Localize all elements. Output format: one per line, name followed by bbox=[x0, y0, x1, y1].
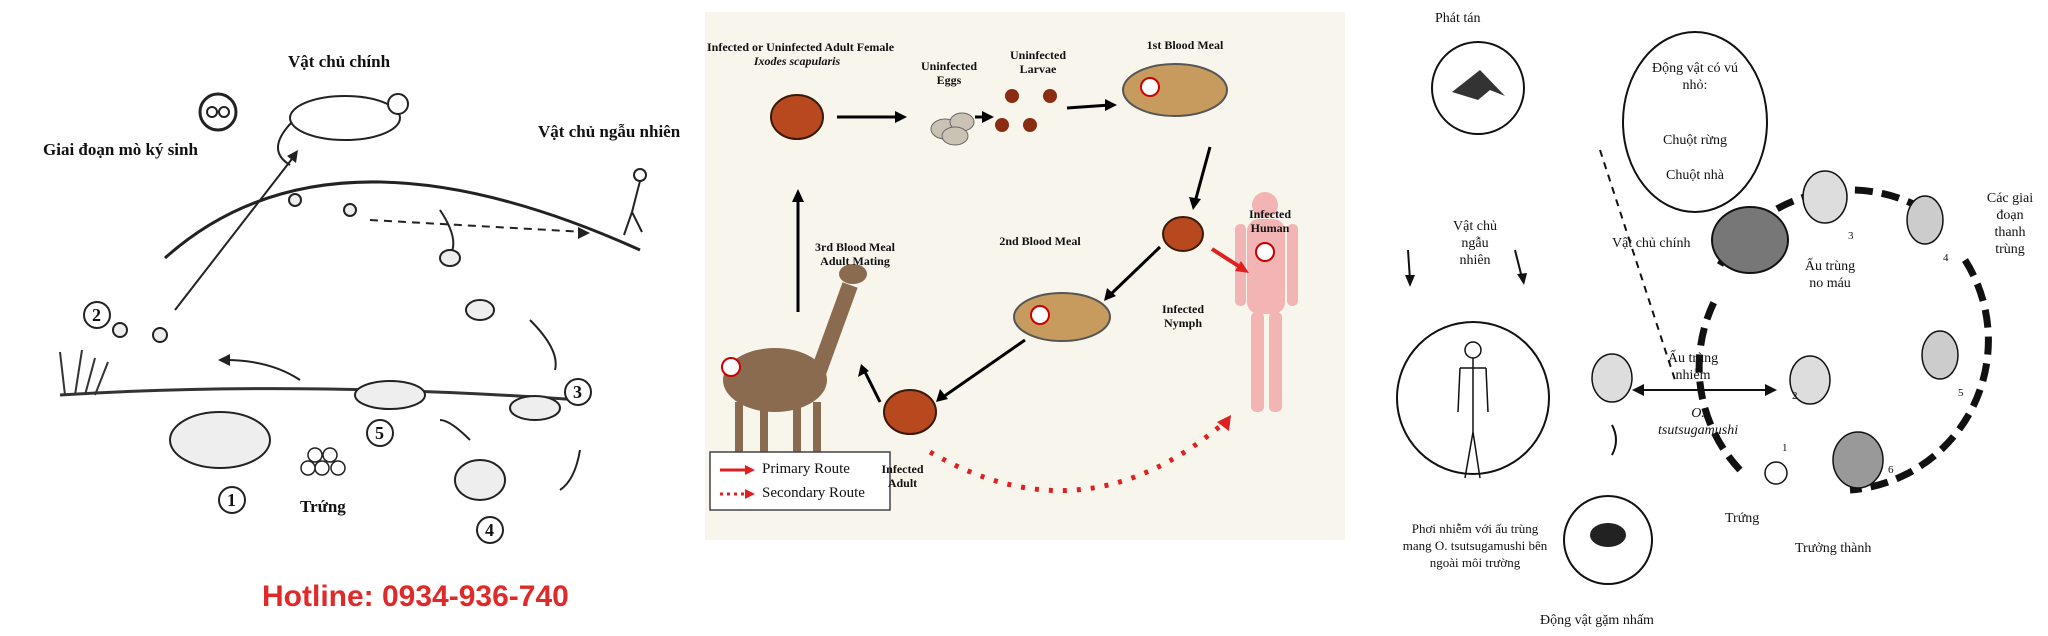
step-1-label: 1 bbox=[227, 490, 236, 510]
small-mammals-circle bbox=[1622, 31, 1768, 213]
scrub-typhus-cycle-panel: Phát tán Động vật có vú nhỏ: Chuột rừng … bbox=[1380, 0, 2048, 636]
meal2-label: 2nd Blood Meal bbox=[999, 234, 1081, 248]
adult-female-label: Infected or Uninfected Adult Female bbox=[707, 40, 895, 54]
rodent-label: Động vật gặm nhấm bbox=[1540, 613, 1654, 628]
egg-icon bbox=[1764, 461, 1788, 485]
dashed-arrow bbox=[369, 219, 586, 233]
step-6-label: 6 bbox=[1888, 464, 1894, 476]
stages-label: Các giai đoạn thanh trùng bbox=[1986, 191, 2034, 257]
ground-line bbox=[59, 387, 581, 402]
nymph-label: Infected Nymph bbox=[1162, 302, 1204, 330]
mite-life-cycle-panel: Vật chủ chính Giai đoạn mò ký sinh Vật c… bbox=[0, 0, 680, 636]
adult-label: Trưởng thành bbox=[1795, 541, 1872, 556]
fed-larva-icon bbox=[1802, 170, 1848, 224]
human-label: Infected Human bbox=[1249, 207, 1291, 235]
adult-female-tick-icon bbox=[770, 94, 824, 140]
step-4-label: 4 bbox=[485, 520, 494, 540]
nymph-mite-icon bbox=[454, 459, 506, 501]
step-3-label: 3 bbox=[573, 382, 582, 402]
resting-mite-icon bbox=[354, 380, 426, 410]
step-2-label: 2 bbox=[1792, 390, 1798, 402]
tick-cycle-drawing bbox=[709, 63, 1298, 511]
small-mammals-title: Động vật có vú nhỏ: bbox=[1652, 61, 1738, 93]
cycle-ring-right bbox=[1849, 258, 1992, 494]
exposure-circle bbox=[1396, 321, 1550, 475]
rodent-icon bbox=[1590, 523, 1626, 547]
mammal2-label: Chuột nhà bbox=[1666, 168, 1724, 183]
legend-primary-label: Primary Route bbox=[762, 461, 850, 477]
step-1-label: 1 bbox=[1782, 442, 1788, 454]
organism-label: O. tsutsugamushi bbox=[1658, 406, 1739, 438]
adult-label: Infected Adult bbox=[881, 462, 924, 490]
cycle-arrows bbox=[792, 99, 1212, 403]
engorged-host-icon bbox=[1711, 206, 1789, 274]
mite-cycle-drawing bbox=[59, 92, 647, 544]
nymph-tick-icon bbox=[1162, 216, 1204, 252]
species-label: Ixodes scapularis bbox=[753, 54, 841, 68]
rodent-circle bbox=[1563, 495, 1653, 585]
cycle-ring-left bbox=[1695, 298, 1743, 473]
deer-icon bbox=[723, 348, 827, 412]
host-main-label: Vật chủ chính bbox=[1612, 236, 1691, 251]
grass-icon bbox=[59, 349, 109, 396]
legend-secondary-label: Secondary Route bbox=[762, 485, 865, 501]
mouse2-icon bbox=[1013, 292, 1111, 342]
spread-circle bbox=[1431, 41, 1525, 135]
meal1-label: 1st Blood Meal bbox=[1146, 38, 1224, 52]
step-5-label: 5 bbox=[1958, 387, 1964, 399]
bird-icon bbox=[1452, 70, 1505, 100]
rat-icon bbox=[289, 95, 401, 141]
arrow-up bbox=[174, 154, 296, 311]
infected-larva-icon bbox=[1789, 355, 1831, 405]
legend-box bbox=[709, 451, 891, 511]
secondary-route-arrow bbox=[928, 420, 1227, 494]
adult-tick-icon bbox=[883, 389, 937, 435]
step-2-label: 2 bbox=[92, 305, 101, 325]
larva-icon bbox=[465, 299, 495, 321]
infected-larva-label: Ấu trùng nhiễm bbox=[1667, 351, 1719, 383]
arrow-curve bbox=[224, 359, 301, 381]
accidental-host-label: Vật chủ ngẫu nhiên bbox=[1453, 219, 1497, 268]
exposure-label: Phơi nhiễm với ấu trùng mang O. tsutsuga… bbox=[1402, 521, 1548, 570]
tick-life-cycle-panel: Infected or Uninfected Adult Female Ixod… bbox=[705, 12, 1345, 540]
step-4-label: 4 bbox=[1943, 252, 1949, 264]
dispersal-dashed-line bbox=[1599, 149, 1676, 381]
primary-route-arrow bbox=[1210, 247, 1242, 269]
eggs-label: Trứng bbox=[300, 497, 346, 516]
larva-icon bbox=[1005, 89, 1019, 103]
nymph-icon bbox=[1906, 195, 1944, 245]
step-5-label: 5 bbox=[375, 423, 384, 443]
mouse-icon bbox=[1122, 63, 1228, 117]
larvae-label: Uninfected Larvae bbox=[1010, 48, 1066, 76]
step-3-label: 3 bbox=[1848, 230, 1854, 242]
hotline-text: Hotline: 0934-936-740 bbox=[262, 580, 569, 613]
eggs-icon bbox=[300, 447, 346, 476]
mammal1-label: Chuột rừng bbox=[1663, 133, 1727, 148]
hill-outline bbox=[163, 180, 641, 260]
host-accidental-label: Vật chủ ngẫu nhiên bbox=[538, 122, 681, 141]
protonymph-icon bbox=[1921, 330, 1959, 380]
chigger-icon bbox=[1591, 353, 1633, 403]
person-icon bbox=[633, 168, 647, 182]
spread-label: Phát tán bbox=[1435, 11, 1481, 26]
human-icon bbox=[1252, 192, 1278, 218]
adult-mite-icon bbox=[169, 411, 271, 469]
host-main-label: Vật chủ chính bbox=[288, 52, 391, 71]
pupa-icon bbox=[509, 395, 561, 421]
parasite-stage-label: Giai đoạn mò ký sinh bbox=[43, 140, 198, 159]
person-icon bbox=[1457, 358, 1489, 479]
eggs-label: Uninfected Eggs bbox=[921, 59, 977, 87]
scrub-typhus-drawing bbox=[1396, 31, 1992, 585]
eggs-label: Trứng bbox=[1725, 511, 1760, 526]
fed-larva-label: Ấu trùng no máu bbox=[1804, 259, 1856, 291]
adult-mite-icon bbox=[1832, 431, 1884, 489]
meal3-label: 3rd Blood Meal Adult Mating bbox=[815, 240, 895, 268]
